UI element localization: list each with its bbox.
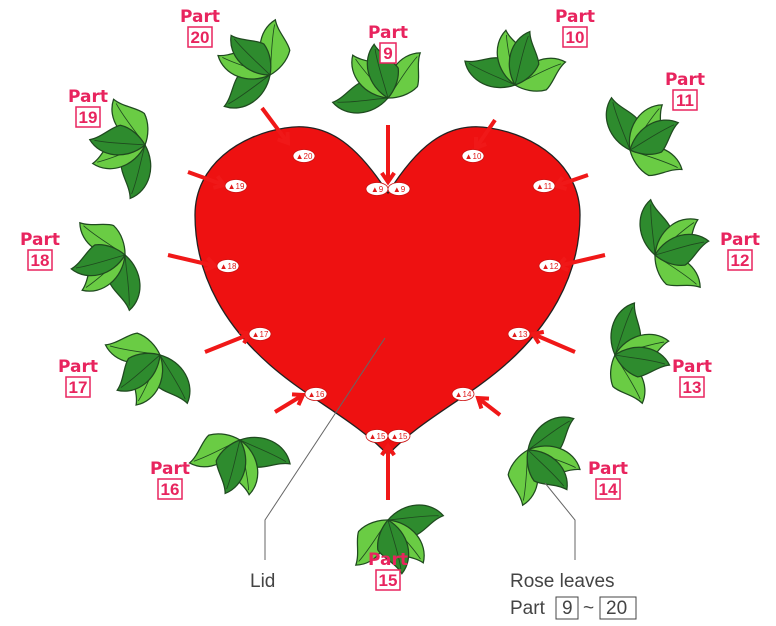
arrow-part-17: [205, 332, 250, 352]
badge-part-12: ▲12: [539, 260, 561, 273]
part-number: 17: [69, 378, 88, 397]
rose-leaf-cluster-12: [628, 199, 710, 301]
part-number: 12: [731, 251, 750, 270]
part-number: 19: [79, 108, 98, 127]
badge-text: ▲11: [536, 182, 553, 191]
badge-text: ▲16: [308, 390, 325, 399]
arrow-part-14: [478, 398, 500, 415]
arrow-part-16: [275, 394, 303, 412]
badge-text: ▲13: [511, 330, 528, 339]
rose-leaf-cluster-18: [71, 209, 153, 311]
badge-part-20: ▲20: [293, 150, 315, 163]
part-word: Part: [20, 230, 60, 250]
rose-leaf-cluster-14: [475, 398, 604, 520]
badge-text: ▲17: [252, 330, 269, 339]
badge-part-14: ▲14: [452, 388, 474, 401]
part-number: 15: [379, 571, 398, 590]
arrow-part-9: [382, 125, 394, 182]
part-number: 10: [566, 28, 585, 47]
part-number: 20: [191, 28, 210, 47]
badge-part-17: ▲17: [249, 328, 271, 341]
part-number: 18: [31, 251, 50, 270]
part-word: Part: [368, 23, 408, 43]
part-word: Part: [588, 459, 628, 479]
rose-leaf-cluster-13: [571, 292, 688, 419]
badge-part-9-2: ▲9: [388, 183, 410, 196]
rose-leaf-cluster-17: [91, 302, 208, 429]
badge-text: ▲15: [369, 432, 386, 441]
badge-text: ▲18: [220, 262, 237, 271]
part-word: Part: [720, 230, 760, 250]
arrow-part-13: [533, 332, 575, 352]
part-word: Part: [180, 7, 220, 27]
part-word: Part: [58, 357, 98, 377]
rose-leaves-leader-line: [545, 483, 575, 560]
badge-text: ▲15: [391, 432, 408, 441]
range-end: 20: [606, 598, 627, 619]
arrow-part-15: [382, 446, 394, 500]
badge-part-19: ▲19: [225, 180, 247, 193]
badge-part-15-1: ▲15: [366, 430, 388, 443]
part-word: Part: [665, 70, 705, 90]
range-prefix: Part: [510, 598, 546, 619]
badge-text: ▲19: [228, 182, 245, 191]
badge-part-18: ▲18: [217, 260, 239, 273]
badge-text: ▲12: [542, 262, 559, 271]
badge-part-9-1: ▲9: [366, 183, 388, 196]
part-number: 13: [683, 378, 702, 397]
range-separator: ~: [583, 598, 594, 619]
part-number: 11: [676, 91, 694, 110]
badge-part-16: ▲16: [305, 388, 327, 401]
badge-part-15-2: ▲15: [388, 430, 410, 443]
range-start: 9: [562, 598, 573, 619]
part-word: Part: [555, 7, 595, 27]
part-word: Part: [672, 357, 712, 377]
badge-text: ▲9: [393, 185, 406, 194]
lid-caption: Lid: [250, 571, 275, 592]
part-word: Part: [368, 550, 408, 570]
badge-text: ▲14: [455, 390, 472, 399]
badge-part-11: ▲11: [533, 180, 555, 193]
part-word: Part: [150, 459, 190, 479]
badge-text: ▲20: [296, 152, 313, 161]
part-number: 16: [161, 480, 180, 499]
badge-text: ▲10: [465, 152, 482, 161]
badge-text: ▲9: [371, 185, 384, 194]
part-word: Part: [68, 87, 108, 107]
rose-leaves-caption: Rose leaves: [510, 571, 615, 592]
part-number: 9: [383, 44, 392, 63]
part-number: 14: [599, 480, 618, 499]
badge-part-10: ▲10: [462, 150, 484, 163]
badge-part-13: ▲13: [508, 328, 530, 341]
rose-leaf-cluster-16: [173, 394, 302, 516]
